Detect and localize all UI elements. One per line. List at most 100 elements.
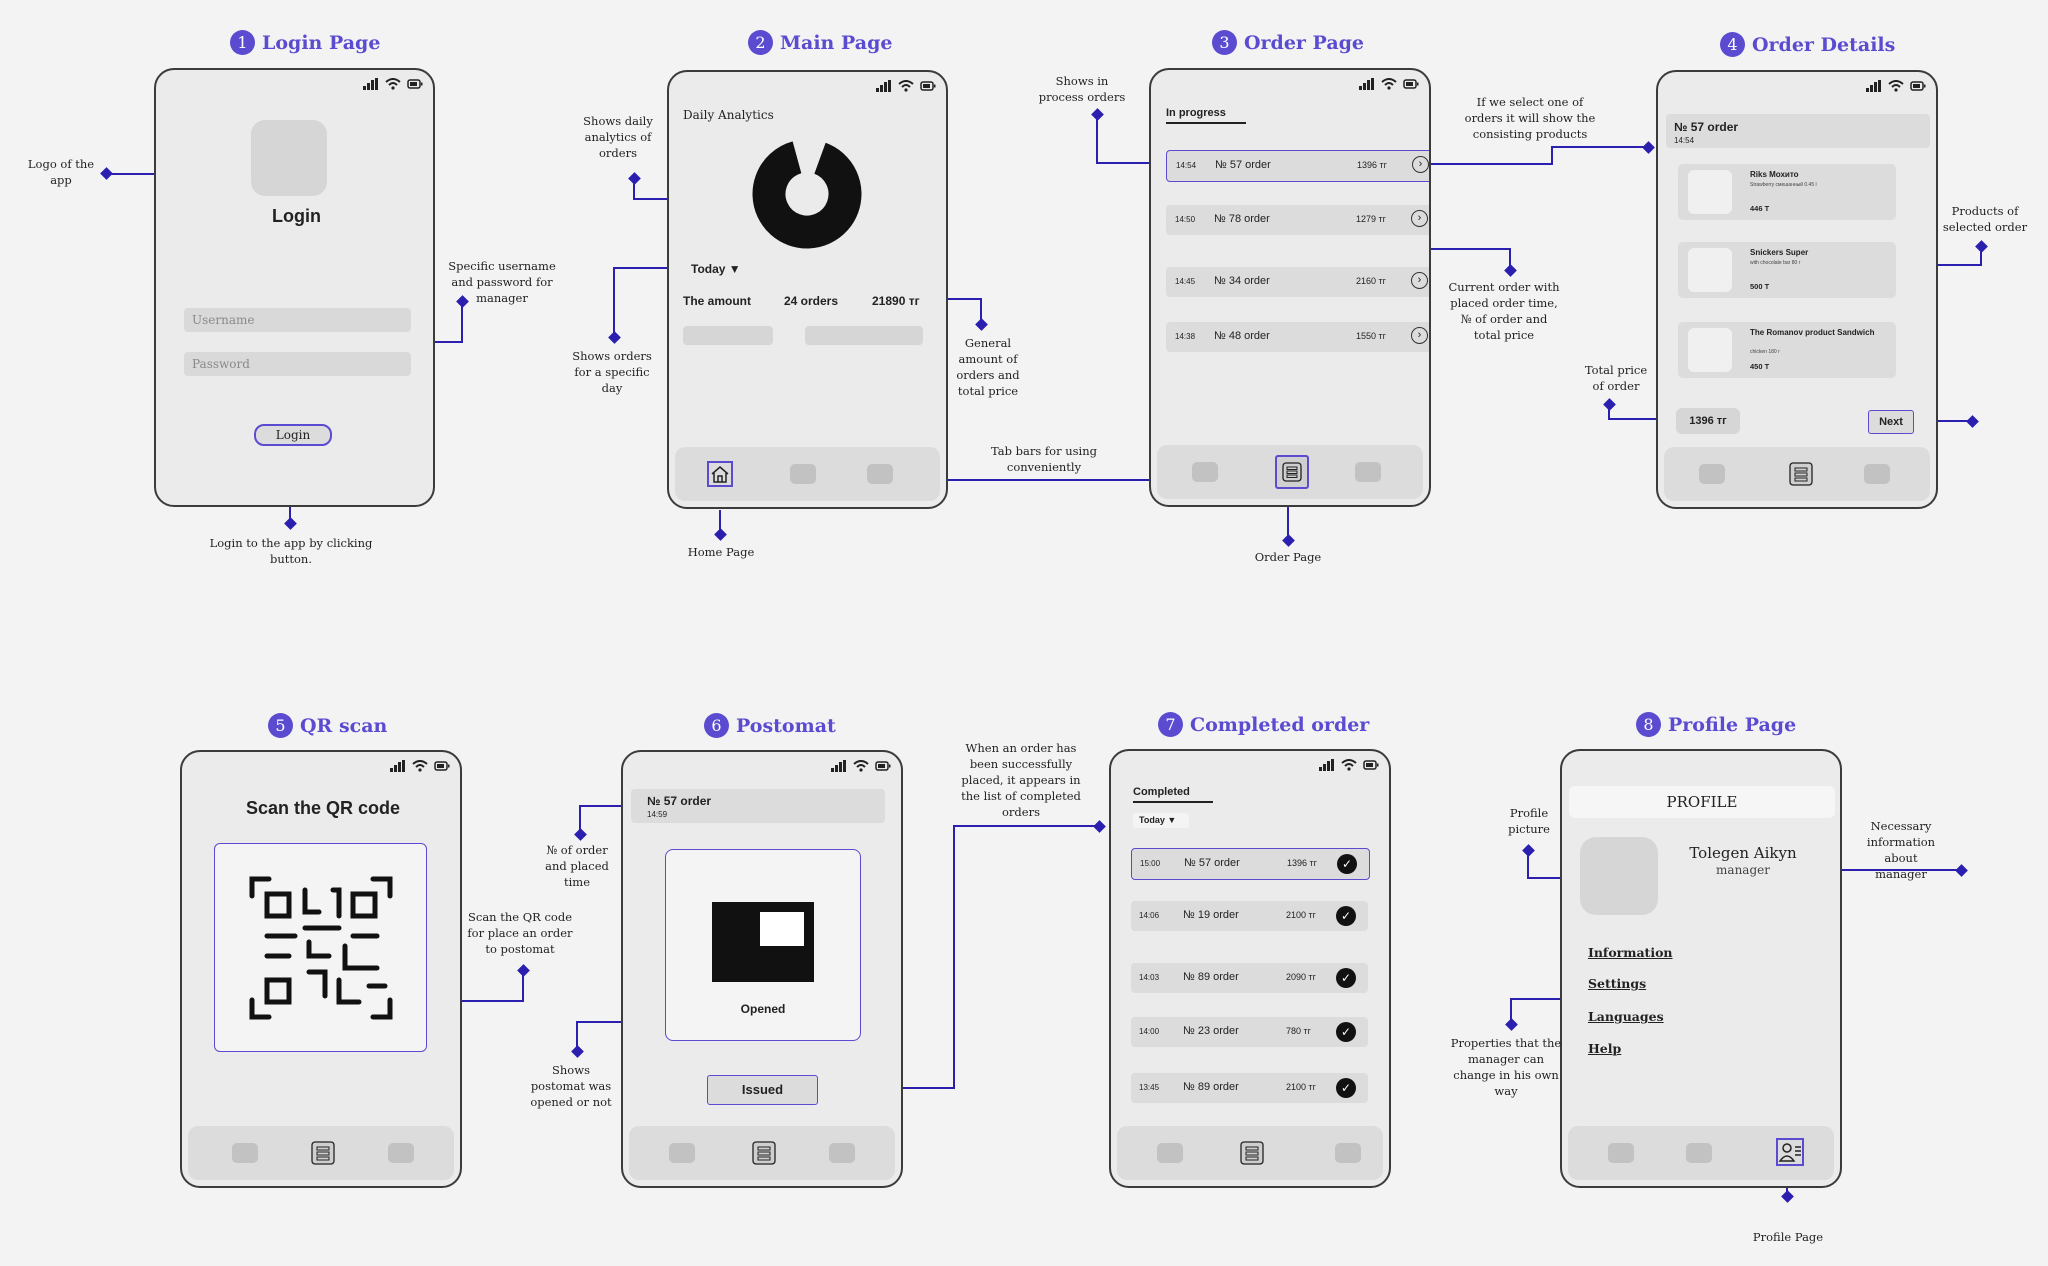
filter-icon: ▼ bbox=[728, 262, 741, 276]
order-header: № 57 order 14:54 bbox=[1666, 114, 1930, 148]
profile-tab[interactable] bbox=[867, 464, 893, 484]
annotation-in-process: Shows in process orders bbox=[1038, 74, 1126, 104]
check-icon: ✓ bbox=[1336, 968, 1356, 988]
signal-icon bbox=[390, 760, 405, 772]
qr-frame[interactable] bbox=[214, 843, 427, 1052]
app-logo bbox=[251, 120, 327, 196]
product-image bbox=[1688, 170, 1732, 214]
password-field[interactable]: Password bbox=[184, 352, 411, 376]
profile-tab[interactable] bbox=[1864, 464, 1890, 484]
username-field[interactable]: Username bbox=[184, 308, 411, 332]
profile-tab[interactable] bbox=[1355, 462, 1381, 482]
battery-icon bbox=[920, 81, 936, 91]
arrow-right-icon: › bbox=[1411, 327, 1428, 344]
wifi-icon bbox=[412, 760, 428, 772]
login-button[interactable]: Login bbox=[254, 424, 332, 446]
list-icon bbox=[752, 1141, 776, 1165]
scan-heading: Scan the QR code bbox=[245, 798, 401, 818]
orders-tab[interactable] bbox=[306, 1136, 340, 1170]
home-tab[interactable] bbox=[669, 1143, 695, 1163]
information-link[interactable]: Information bbox=[1588, 945, 1673, 960]
tab-in-progress[interactable]: In progress bbox=[1166, 107, 1246, 124]
tab-completed[interactable]: Completed bbox=[1133, 786, 1213, 803]
postomat-screen: № 57 order 14:59 Opened Issued bbox=[621, 750, 903, 1188]
battery-icon bbox=[1363, 760, 1379, 770]
today-filter[interactable]: Today ▼ bbox=[1133, 813, 1189, 828]
arrow-right-icon: › bbox=[1411, 210, 1428, 227]
annotation-properties: Properties that the manager can change i… bbox=[1450, 1036, 1562, 1098]
orders-tab[interactable] bbox=[1784, 457, 1818, 491]
annotation-home: Home Page bbox=[687, 545, 755, 559]
orders-tab[interactable] bbox=[790, 464, 816, 484]
status-bar-icons bbox=[876, 80, 936, 92]
status-bar-icons bbox=[363, 78, 423, 90]
tab-bar bbox=[629, 1126, 895, 1180]
orders-tab[interactable] bbox=[1275, 455, 1309, 489]
home-tab[interactable] bbox=[232, 1143, 258, 1163]
languages-link[interactable]: Languages bbox=[1588, 1009, 1664, 1024]
status-bar-icons bbox=[1319, 759, 1379, 771]
wifi-icon bbox=[898, 80, 914, 92]
list-icon bbox=[1240, 1141, 1264, 1165]
profile-tab[interactable] bbox=[829, 1143, 855, 1163]
annotation-order-page: Order Page bbox=[1254, 550, 1322, 564]
home-tab[interactable] bbox=[1157, 1143, 1183, 1163]
orders-tab[interactable] bbox=[747, 1136, 781, 1170]
signal-icon bbox=[1359, 78, 1374, 90]
annotation-login-button: Login to the app by clicking button. bbox=[209, 536, 373, 566]
signal-icon bbox=[363, 78, 378, 90]
annotation-manager-info: Necessary information about manager bbox=[1866, 819, 1936, 881]
daily-analytics-label: Daily Analytics bbox=[683, 108, 774, 122]
product-image bbox=[1688, 248, 1732, 292]
filter-icon: ▼ bbox=[1167, 815, 1177, 825]
profile-tab[interactable] bbox=[388, 1143, 414, 1163]
today-filter[interactable]: Today ▼ bbox=[691, 262, 741, 276]
help-link[interactable]: Help bbox=[1588, 1041, 1622, 1056]
battery-icon bbox=[875, 761, 891, 771]
home-tab[interactable] bbox=[1699, 464, 1725, 484]
battery-icon bbox=[434, 761, 450, 771]
today-filter-label: Today bbox=[691, 262, 726, 276]
annotation-specific-day: Shows orders for a specific day bbox=[572, 349, 652, 395]
annotation-order-number: № of order and placed time bbox=[545, 843, 609, 889]
status-bar-icons bbox=[831, 760, 891, 772]
profile-tab[interactable] bbox=[1335, 1143, 1361, 1163]
annotation-select: If we select one of orders it will show … bbox=[1464, 95, 1596, 141]
login-heading: Login bbox=[272, 206, 321, 226]
home-tab[interactable] bbox=[1608, 1143, 1634, 1163]
order-time: 14:59 bbox=[647, 810, 668, 819]
wifi-icon bbox=[853, 760, 869, 772]
order-number: № 57 order bbox=[647, 794, 712, 808]
postomat-box: Opened bbox=[665, 849, 861, 1041]
orders-tab[interactable] bbox=[1235, 1136, 1269, 1170]
home-tab[interactable] bbox=[707, 461, 733, 487]
main-screen: Daily Analytics Today ▼ The amount 24 or… bbox=[667, 70, 948, 509]
battery-icon bbox=[1910, 81, 1926, 91]
home-tab[interactable] bbox=[1192, 462, 1218, 482]
profile-tab[interactable] bbox=[1776, 1138, 1804, 1166]
settings-link[interactable]: Settings bbox=[1588, 976, 1647, 991]
issued-button[interactable]: Issued bbox=[707, 1075, 818, 1105]
orders-tab[interactable] bbox=[1686, 1143, 1712, 1163]
wifi-icon bbox=[1888, 80, 1904, 92]
today-filter-label: Today bbox=[1139, 815, 1165, 825]
next-button[interactable]: Next bbox=[1868, 410, 1914, 434]
